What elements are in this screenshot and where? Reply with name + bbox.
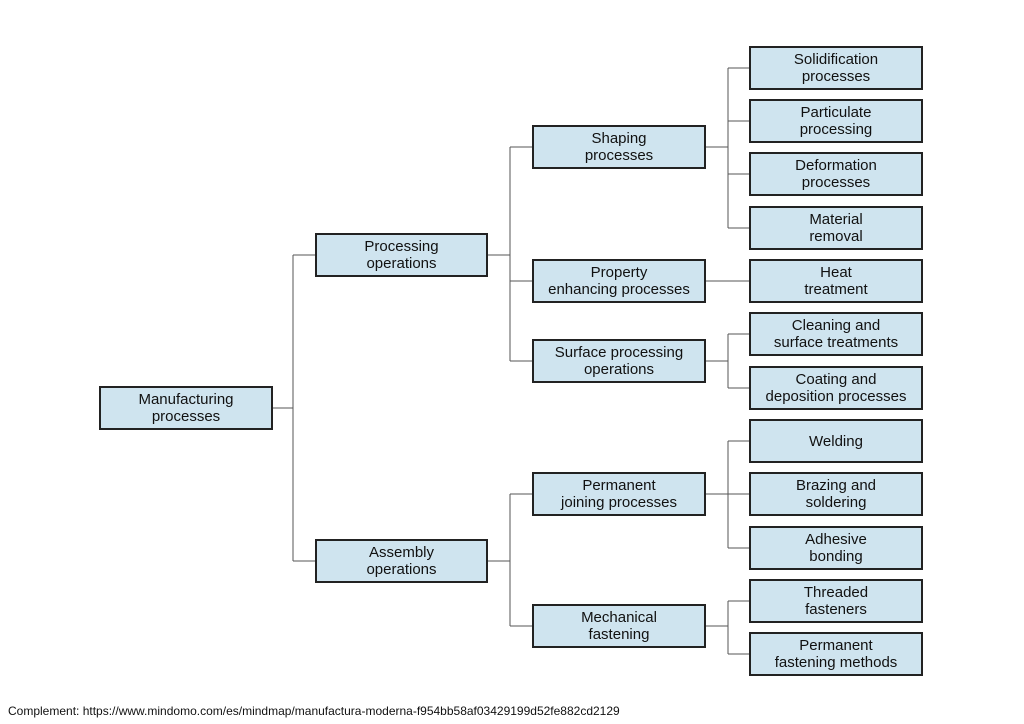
source-caption: Complement: https://www.mindomo.com/es/m… [8, 704, 620, 718]
node-assembly-operations: Assembly operations [315, 539, 488, 583]
node-property-enhancing-processes: Property enhancing processes [532, 259, 706, 303]
node-particulate-processing: Particulate processing [749, 99, 923, 143]
node-brazing-soldering: Brazing and soldering [749, 472, 923, 516]
node-coating-deposition-processes: Coating and deposition processes [749, 366, 923, 410]
node-heat-treatment: Heat treatment [749, 259, 923, 303]
node-threaded-fasteners: Threaded fasteners [749, 579, 923, 623]
node-shaping-processes: Shaping processes [532, 125, 706, 169]
node-permanent-fastening-methods: Permanent fastening methods [749, 632, 923, 676]
node-permanent-joining-processes: Permanent joining processes [532, 472, 706, 516]
node-mechanical-fastening: Mechanical fastening [532, 604, 706, 648]
node-cleaning-surface-treatments: Cleaning and surface treatments [749, 312, 923, 356]
node-welding: Welding [749, 419, 923, 463]
node-solidification-processes: Solidification processes [749, 46, 923, 90]
node-deformation-processes: Deformation processes [749, 152, 923, 196]
node-adhesive-bonding: Adhesive bonding [749, 526, 923, 570]
node-material-removal: Material removal [749, 206, 923, 250]
node-processing-operations: Processing operations [315, 233, 488, 277]
node-surface-processing-operations: Surface processing operations [532, 339, 706, 383]
node-manufacturing-processes: Manufacturing processes [99, 386, 273, 430]
